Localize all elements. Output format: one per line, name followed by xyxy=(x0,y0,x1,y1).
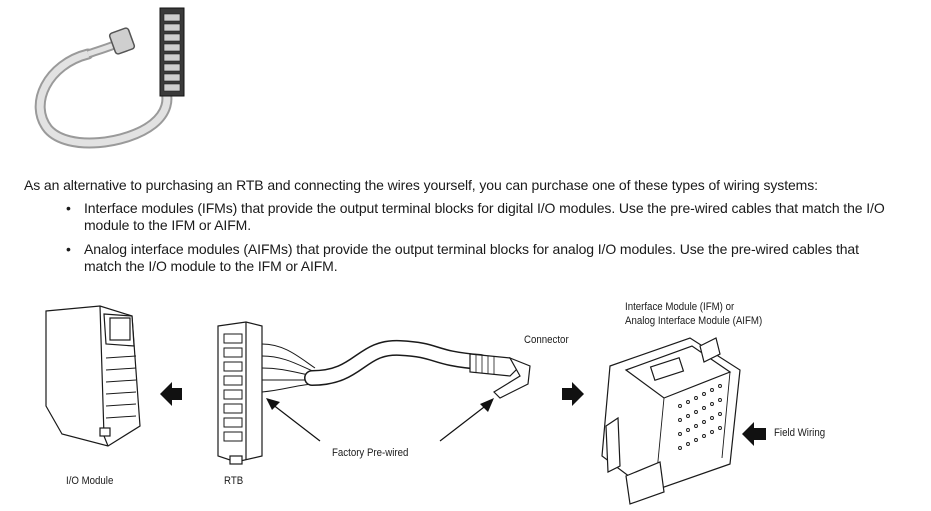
rtb-label: RTB xyxy=(224,475,244,487)
bullet-marker: • xyxy=(66,241,71,257)
intro-paragraph: As an alternative to purchasing an RTB a… xyxy=(24,177,818,193)
io-module-illustration xyxy=(45,305,141,447)
prewired-wires xyxy=(261,343,316,393)
list-item-text: Analog interface modules (AIFMs) that pr… xyxy=(84,241,859,274)
ifm-label-line1: Interface Module (IFM) or xyxy=(625,301,735,313)
wiring-systems-list: • Interface modules (IFMs) that provide … xyxy=(64,200,894,282)
bullet-marker: • xyxy=(66,200,71,216)
cable-body xyxy=(305,341,487,385)
ifm-label-line2: Analog Interface Module (AIFM) xyxy=(625,315,763,327)
ifm-illustration xyxy=(601,337,741,505)
list-item: • Interface modules (IFMs) that provide … xyxy=(64,200,894,234)
prewired-cable-image xyxy=(34,7,185,149)
connector-illustration xyxy=(469,353,531,399)
arrow-left-icon xyxy=(160,382,182,406)
io-module-label: I/O Module xyxy=(66,475,114,487)
arrow-right-icon xyxy=(562,382,584,406)
field-wiring-arrow-icon xyxy=(742,422,766,446)
field-wiring-label: Field Wiring xyxy=(774,427,826,439)
list-item: • Analog interface modules (AIFMs) that … xyxy=(64,241,894,275)
pointer-arrows xyxy=(266,398,494,442)
factory-prewired-label: Factory Pre-wired xyxy=(332,447,409,459)
wiring-diagram: I/O Module RTB Factory Pre-wired Connect… xyxy=(0,286,931,511)
connector-label: Connector xyxy=(524,334,569,346)
list-item-text: Interface modules (IFMs) that provide th… xyxy=(84,200,885,233)
wiring-diagram-drawing xyxy=(45,305,766,505)
rtb-illustration xyxy=(217,321,263,465)
